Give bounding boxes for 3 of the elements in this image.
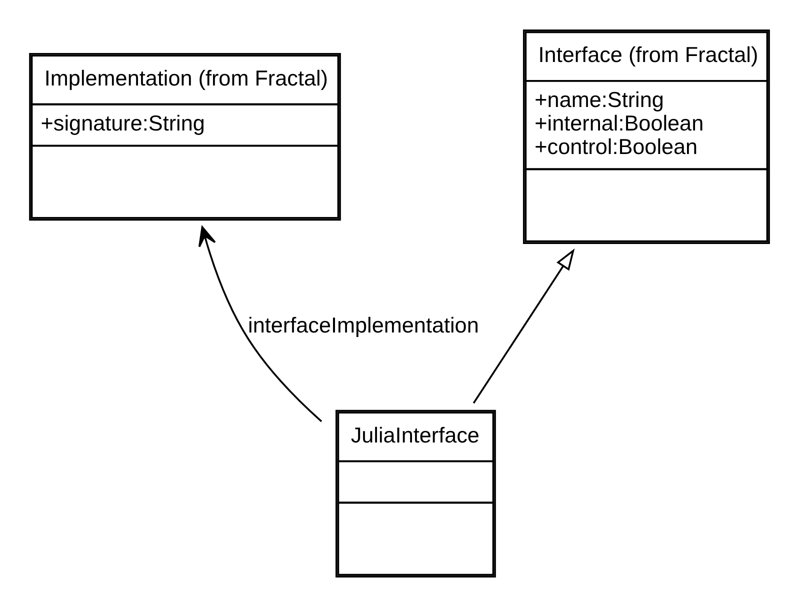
arrow <box>198 226 322 422</box>
edge-label: interfaceImplementation <box>248 312 479 338</box>
arrow <box>472 248 575 404</box>
